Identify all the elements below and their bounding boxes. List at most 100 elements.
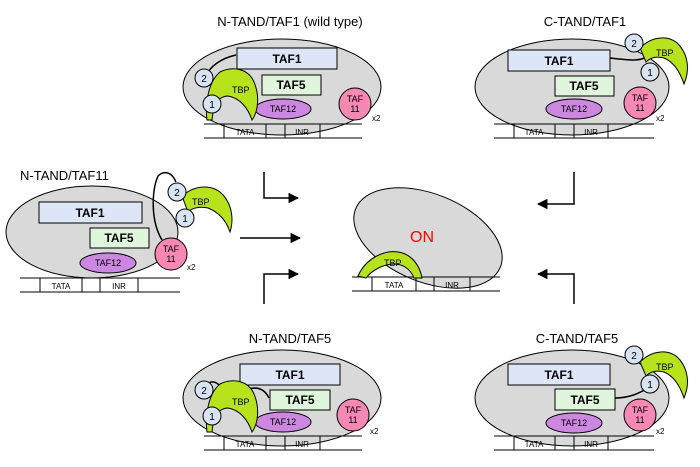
tata-box-label: TATA [236,128,255,137]
panel-title: C-TAND/TAF1 [544,14,627,29]
tand-domain-2 [194,68,214,88]
tand-domain-1 [640,374,660,394]
taf11-label-b: 11 [166,254,175,264]
x2-label: x2 [656,427,665,436]
tata-box-label: TATA [525,128,544,137]
panel-n-tand-taf1: N-TAND/TAF1 (wild type) TATA INR TAF1 TA… [182,14,382,139]
tbp-saddle [639,351,688,400]
taf1-box [507,49,611,72]
tbp-saddle-bound [357,251,423,279]
tand-domain-2 [194,380,214,400]
tbp-label: TBP [384,258,402,268]
tand-domain-1 [175,208,195,228]
taf11-label-b: 11 [635,415,644,425]
inr-label: INR [584,440,598,449]
arrow-from-c-tand-taf5 [536,268,575,304]
tata-box-label: TATA [52,282,71,291]
tata-box-label: TATA [525,440,544,449]
taf1-label: TAF1 [544,368,573,382]
panel-title: N-TAND/TAF11 [20,168,109,183]
tand-domain-1-label: 1 [647,68,653,79]
taf11-label-a: TAF [163,244,180,254]
taf12-label: TAF12 [561,104,587,114]
taf1-box [38,201,143,224]
tand-domain-1-label: 1 [182,214,188,225]
taf5-box [261,74,322,96]
tbp-label: TBP [192,197,210,207]
inr-label: INR [295,128,309,137]
taf1-box [239,363,341,386]
panel-title: N-TAND/TAF5 [249,331,332,346]
taf5-box [554,75,615,97]
taf5-box [269,389,331,411]
taf11-circle [336,398,370,432]
tbp-saddle [205,68,259,122]
taf11-label-a: TAF [632,93,649,103]
taf5-box [89,227,150,249]
tbp-label: TBP [656,48,674,58]
taf5-label: TAF5 [285,393,314,407]
tand-domain-1-label: 1 [647,380,653,391]
taf12-label: TAF12 [270,417,296,427]
arrow-from-n-tand-taf1 [263,172,300,204]
inr-label: INR [295,440,309,449]
tand-domain-2 [624,33,644,53]
tbp-label: TBP [232,397,250,407]
tand-domain-2-label: 2 [631,39,637,50]
taf1-label: TAF1 [544,54,573,68]
tand-domain-2-label: 2 [201,386,207,397]
taf12-label: TAF12 [561,418,587,428]
taf11-label-a: TAF [345,405,362,415]
tand-domain-1 [202,94,222,114]
panel-n-tand-taf11: N-TAND/TAF11 TATA INR TAF1 TAF5 TAF12 TA… [5,168,233,293]
panel-c-tand-taf1: C-TAND/TAF1 TATA INR TAF1 TAF5 TAF12 TAF… [474,14,688,139]
inr-label: INR [112,282,126,291]
taf12-ellipse [79,252,137,274]
taf1-label: TAF1 [75,206,104,220]
tbp-saddle [205,380,259,434]
tbp-saddle [639,37,688,86]
taf12-ellipse [545,98,603,120]
arrow-from-n-tand-taf5 [263,268,300,304]
inr-label: INR [445,281,459,290]
taf12-ellipse [545,412,603,434]
taf1-box [236,47,338,70]
tand-domain-2 [167,182,187,202]
taf1-label: TAF1 [272,52,301,66]
panel-title: C-TAND/TAF5 [536,331,619,346]
panel-title: N-TAND/TAF1 (wild type) [217,14,362,29]
tbp-label: TBP [656,362,674,372]
panel-active-state: TATA INR TBP ON [352,187,503,292]
x2-label: x2 [187,263,196,272]
taf11-circle [623,86,657,120]
tand-linker [152,171,177,241]
taf5-label: TAF5 [569,79,598,93]
x2-label: x2 [372,114,381,123]
taf11-label-b: 11 [635,103,644,113]
tand-domain-2-label: 2 [174,188,180,199]
taf12-label: TAF12 [270,104,296,114]
tand-domain-2-label: 2 [631,351,637,362]
taf11-label-a: TAF [347,94,364,104]
taf11-label-b: 11 [348,415,357,425]
taf5-label: TAF5 [570,393,599,407]
taf11-circle [623,398,657,432]
tand-domain-2 [624,345,644,365]
tand-domain-1-label: 1 [209,412,215,423]
taf5-label: TAF5 [104,231,133,245]
x2-label: x2 [370,427,379,436]
tand-domain-2-label: 2 [201,74,207,85]
tand-domain-1-label: 1 [209,100,215,111]
taf11-circle [154,237,188,271]
tand-domain-1 [202,406,222,426]
tbp-saddle [181,186,233,234]
on-state-label: ON [410,229,434,246]
x2-label: x2 [656,114,665,123]
taf1-label: TAF1 [275,368,304,382]
taf11-label-a: TAF [632,405,649,415]
panel-c-tand-taf5: C-TAND/TAF5 TATA INR TAF1 TAF5 TAF12 TAF… [474,331,688,451]
inr-label: INR [584,128,598,137]
tbp-label: TBP [232,85,250,95]
taf1-box [507,363,611,386]
